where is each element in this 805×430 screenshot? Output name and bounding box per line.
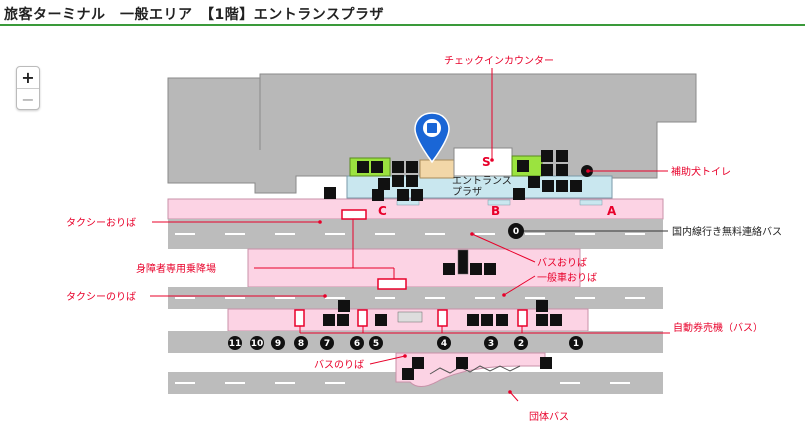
ticket-machine-label: 自動券売機（バス） [673, 321, 763, 334]
escalator-icon [412, 357, 424, 369]
disabled-boarding-marker [377, 278, 407, 290]
elevator-icon [528, 176, 540, 188]
map-pin-icon[interactable] [414, 112, 450, 164]
elevator-icon [457, 249, 469, 275]
baby-care-icon [556, 164, 568, 176]
assistance-dog-icon [324, 187, 336, 199]
bus-stop-1[interactable]: 1 [573, 339, 579, 349]
bus-stop-6[interactable]: 6 [354, 339, 360, 349]
checkin-counter-area [419, 159, 455, 179]
road-3 [168, 331, 663, 353]
accessible-toilet-icon [496, 314, 508, 326]
bus-stop-numbers: 11 10 9 8 7 6 5 4 3 2 1 [229, 339, 579, 349]
escalator-icon [513, 188, 525, 200]
bus-stop-8[interactable]: 8 [298, 339, 304, 349]
escalator-icon [375, 314, 387, 326]
gate-b[interactable]: B [491, 204, 500, 218]
bus-stop-10[interactable]: 10 [251, 339, 264, 349]
group-bus-area [395, 352, 546, 387]
shuttle-stop-marker [508, 223, 524, 239]
bus-stop-2[interactable]: 2 [518, 339, 524, 349]
information-icon [517, 160, 529, 172]
escalator-icon [378, 178, 390, 190]
assistance-dog-toilet-label: 補助犬トイレ [671, 165, 731, 178]
baby-care-icon [357, 161, 369, 173]
accessible-toilet-icon [392, 161, 404, 173]
elevator-icon [550, 314, 562, 326]
bus-stop-5[interactable]: 5 [373, 339, 379, 349]
bus-dropoff-label: バスおりば [537, 257, 587, 269]
phone-icon [392, 175, 404, 187]
group-bus-label: 団体バス [529, 411, 569, 423]
atm-icon [570, 180, 582, 192]
terminal-icons [324, 150, 593, 201]
bus-stop-9[interactable]: 9 [275, 339, 281, 349]
elevator-icon [337, 314, 349, 326]
elevator-icon [540, 357, 552, 369]
escalator-icon [443, 263, 455, 275]
taxi-dropoff-label: タクシーおりば [66, 217, 136, 229]
phone-icon [338, 300, 350, 312]
toilet-icon [541, 150, 553, 162]
bus-stop-7[interactable]: 7 [324, 339, 330, 349]
toilet-icon [470, 263, 482, 275]
accessible-toilet-icon [541, 164, 553, 176]
general-dropoff-label: 一般車おりば [537, 271, 597, 284]
zoom-in-button[interactable]: + [21, 68, 35, 87]
phone-icon [411, 189, 423, 201]
bus-stop-3[interactable]: 3 [488, 339, 494, 349]
entrance-plaza-label-1: エントランス [452, 175, 512, 187]
bus-stop-4[interactable]: 4 [441, 339, 447, 349]
zoom-out-button[interactable]: − [17, 88, 39, 109]
gate-a[interactable]: A [607, 204, 617, 218]
escalator-icon [456, 357, 468, 369]
bus-stops [228, 336, 583, 350]
zoom-control: + − [16, 66, 40, 110]
elevator-icon [467, 314, 479, 326]
taxi-pickup-label: タクシーのりば [66, 291, 136, 303]
entrance-plaza-label-2: プラザ [452, 186, 482, 198]
phone-icon [556, 180, 568, 192]
counter-letter: S [482, 155, 491, 169]
elevator-icon [372, 189, 384, 201]
atm-icon [406, 175, 418, 187]
toilet-icon [371, 161, 383, 173]
bus-stop-label: バスのりば [314, 359, 364, 371]
shuttle-bus-label: 国内線行き無料連絡バス [672, 225, 782, 238]
gate-c[interactable]: C [378, 204, 387, 218]
escalator-icon [536, 314, 548, 326]
escalator-icon [323, 314, 335, 326]
accessible-toilet-icon [402, 368, 414, 380]
page-title: 旅客ターミナル 一般エリア 【1階】エントランスプラザ [4, 7, 384, 23]
information-icon [397, 189, 409, 201]
toilet-icon [406, 161, 418, 173]
taxi-dropoff-marker [341, 209, 367, 220]
bus-stop-11[interactable]: 11 [229, 339, 242, 349]
escalator-icon [542, 180, 554, 192]
phone-icon [536, 300, 548, 312]
disabled-boarding-label: 身障者専用乗降場 [136, 262, 216, 275]
accessible-toilet-icon [484, 263, 496, 275]
page-header: 旅客ターミナル 一般エリア 【1階】エントランスプラザ [0, 0, 805, 26]
toilet-icon [556, 150, 568, 162]
toilet-icon [481, 314, 493, 326]
road-4 [168, 353, 418, 361]
shuttle-stop-number[interactable]: 0 [513, 227, 519, 237]
checkin-counter-label: チェックインカウンター [444, 55, 554, 67]
